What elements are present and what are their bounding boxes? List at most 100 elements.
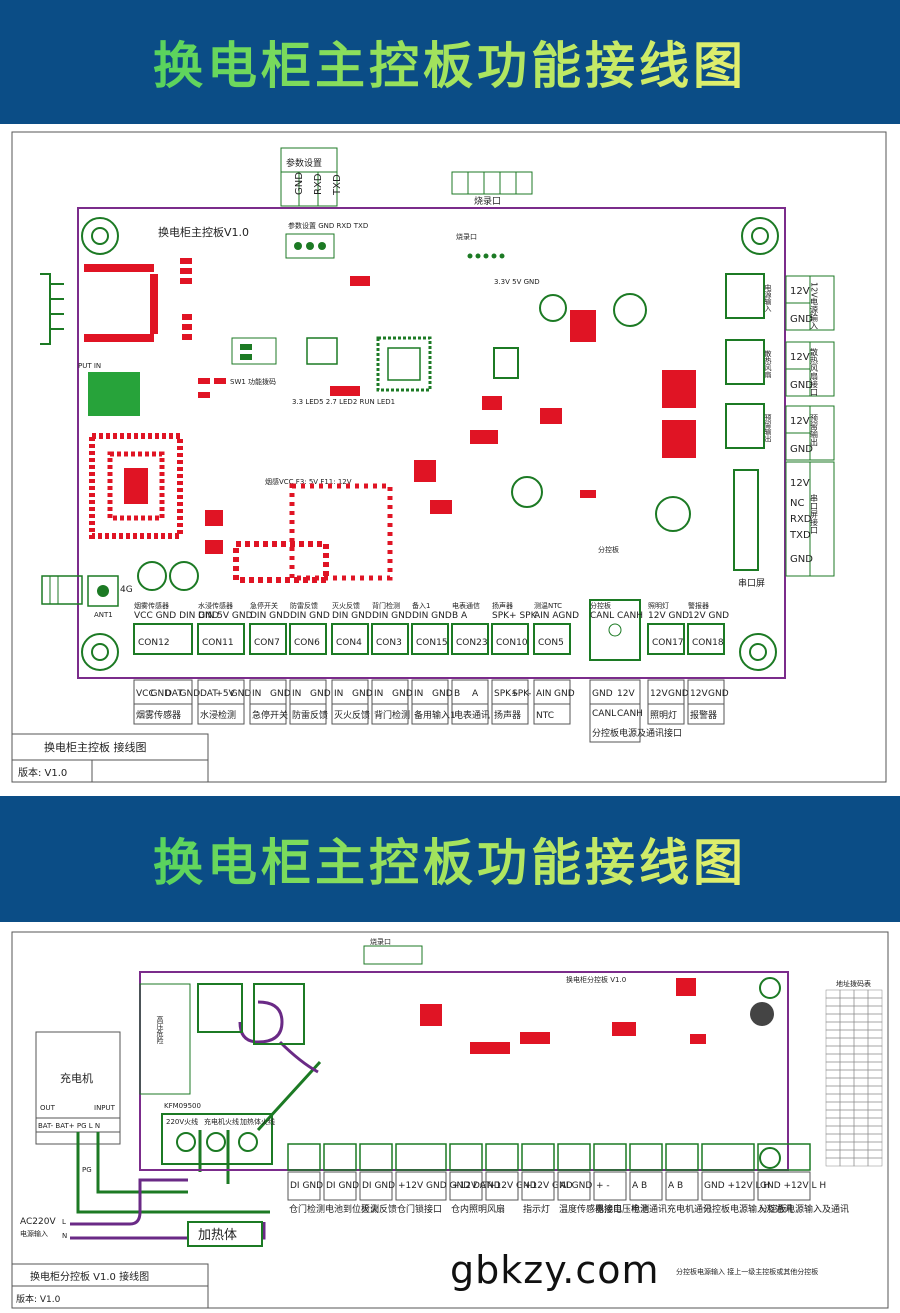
connector-con3: CON3 — [371, 623, 409, 655]
connector-con4: CON4 — [331, 623, 369, 655]
connector-pins: DIN GND — [250, 611, 290, 621]
reg-chip-3 — [662, 420, 696, 458]
connector-con15: CON15 — [411, 623, 449, 655]
svg-text:GND: GND — [294, 172, 305, 195]
split-connector-pins: DI GND — [326, 1181, 359, 1191]
svg-text:INPUT: INPUT — [94, 1104, 116, 1112]
split-connector-label: 仓门检测 — [289, 1203, 325, 1215]
connector-name: 水浸传感器 — [198, 601, 233, 610]
ext-label: 背门检测 — [374, 709, 410, 721]
svg-text:ANT1: ANT1 — [94, 611, 113, 619]
ext-pin: GND — [151, 689, 172, 699]
split-connector-label: 电池通讯 — [631, 1203, 667, 1215]
burn-inner-label: 烧录口 — [456, 232, 477, 241]
svg-text:地址拨码表: 地址拨码表 — [836, 979, 871, 988]
right-ext-pin-4c: RXD — [790, 514, 812, 525]
svg-text:TXD: TXD — [332, 174, 343, 196]
svg-text:PUT IN: PUT IN — [78, 362, 101, 370]
reg-chip-4 — [493, 347, 519, 379]
ext-label: 烟雾传感器 — [136, 709, 181, 721]
relay-terminals: KFM09500 220V火线 充电机火线 加热体火线 — [161, 1102, 275, 1165]
smd-field — [180, 258, 596, 583]
svg-text:加热体火线: 加热体火线 — [240, 1117, 275, 1126]
connector-con5: CON5 — [533, 623, 571, 655]
drawing-frame-2 — [11, 931, 889, 1309]
connector-con18: CON18 — [687, 623, 725, 655]
connector-pins: AIN AGND — [534, 611, 579, 621]
ext-pin: GND — [392, 689, 413, 699]
ext-pin: GND — [310, 689, 331, 699]
ext-pin: IN — [414, 689, 423, 699]
dip-switch: SW1 功能拨码 — [230, 337, 277, 386]
connector-pins: DIN GND — [372, 611, 412, 621]
connector-name: 照明灯 — [648, 601, 669, 610]
split-connector-pins: +12V GND — [524, 1181, 573, 1191]
ext-label: 水浸检测 — [200, 709, 236, 721]
connector-pins: CANL CANH — [590, 611, 643, 621]
connector-con12: CON12 — [133, 623, 193, 655]
right-ext-pin-2b: GND — [790, 380, 813, 391]
relays — [197, 983, 305, 1045]
watermark: gbkzy.com — [450, 1248, 660, 1292]
ext-pin: GND — [432, 689, 453, 699]
split-connector-pins: A B — [632, 1181, 647, 1191]
right-ext-label-2: 散热风扇接口 — [810, 347, 819, 396]
split-connector-pins: GND +12V L H — [704, 1181, 770, 1191]
svg-text:BAT- BAT+ PG L N: BAT- BAT+ PG L N — [38, 1122, 100, 1130]
ext-label: 灭火反馈 — [334, 709, 370, 721]
right-ext-label-1: 12V电源输入 — [810, 282, 819, 330]
titleblock-1: 换电柜主控板 接线图 版本: V1.0 — [11, 733, 209, 783]
right-ext-pin-4d: TXD — [789, 530, 811, 541]
led-labels: 3.3 LED5 2.7 LED2 RUN LED1 — [292, 398, 395, 406]
right-ext-pin-4e: GND — [790, 554, 813, 565]
svg-text:OUT: OUT — [40, 1104, 56, 1112]
second-banner: 换电柜主控板功能接线图 — [0, 796, 900, 922]
svg-text:换电柜主控板 接线图: 换电柜主控板 接线图 — [44, 740, 147, 754]
address-table: 地址拨码表 — [825, 979, 883, 1167]
ext-label: NTC — [536, 711, 554, 721]
svg-text:烧录口: 烧录口 — [370, 937, 391, 946]
ext-label: 防雷反馈 — [292, 709, 328, 721]
connector-name: 灭火反馈 — [332, 601, 360, 610]
burn-header-2: 烧录口 — [363, 937, 423, 965]
connector-id: CON18 — [692, 638, 724, 648]
connector-pins: DIN 5V GND — [198, 611, 253, 621]
svg-text:参数设置: 参数设置 — [286, 157, 322, 169]
param-header: 参数设置 — [280, 147, 338, 207]
ext-pin: A — [472, 689, 479, 699]
split-connector-pins: +12V GND — [488, 1181, 537, 1191]
connector-pins: 12V GND — [648, 611, 689, 621]
ext-pin: GND — [270, 689, 291, 699]
connector-id: CON15 — [416, 638, 448, 648]
connector-id: CON4 — [336, 638, 362, 648]
mcu-4g-chip — [89, 433, 183, 539]
connector-id: CON7 — [254, 638, 280, 648]
svg-text:4G: 4G — [120, 585, 133, 595]
board2-outline — [139, 971, 789, 1171]
rail-labels: 3.3V 5V GND — [494, 278, 540, 286]
split-connector-label: 分控板电源输入及通讯 — [759, 1203, 849, 1215]
connector-id: CON11 — [202, 638, 234, 648]
board2-hole-2 — [759, 1147, 781, 1169]
ext-pin: SPK- — [512, 689, 531, 699]
svg-text:N: N — [62, 1232, 67, 1240]
connector-name: 背门检测 — [372, 601, 400, 610]
split-connector-label: 仓内照明 — [451, 1203, 487, 1215]
ext-pin: GND — [554, 689, 575, 699]
ext-pin: 12V — [690, 689, 708, 699]
ext-pin: GND — [668, 689, 689, 699]
param-header-pins: GND RXD TXD — [294, 172, 343, 196]
split-connector-pins: A B — [668, 1181, 683, 1191]
